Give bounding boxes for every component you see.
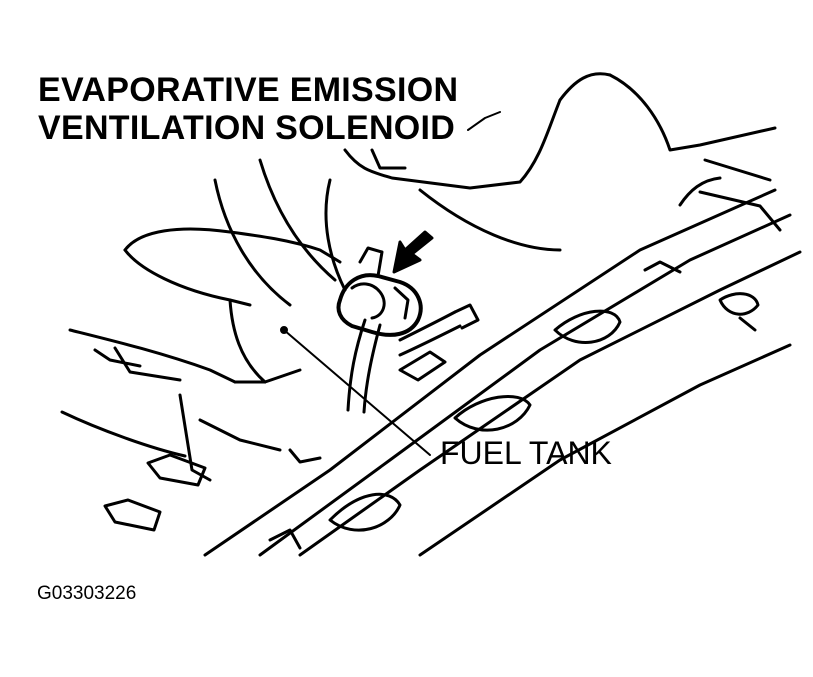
solenoid-arrow [392, 230, 434, 274]
leader-lines [280, 111, 501, 456]
underbody-outline [324, 72, 782, 292]
frame-rail [203, 188, 802, 557]
component-label-line-1: EVAPORATIVE EMISSION [38, 71, 459, 109]
figure-id: G03303226 [37, 583, 137, 604]
solenoid-assembly [336, 246, 480, 414]
fuel-tank-shape [60, 158, 342, 482]
mounting-brackets [103, 453, 207, 532]
fuel-tank-label: FUEL TANK [440, 435, 612, 471]
component-label-line-2: VENTILATION SOLENOID [38, 109, 456, 147]
